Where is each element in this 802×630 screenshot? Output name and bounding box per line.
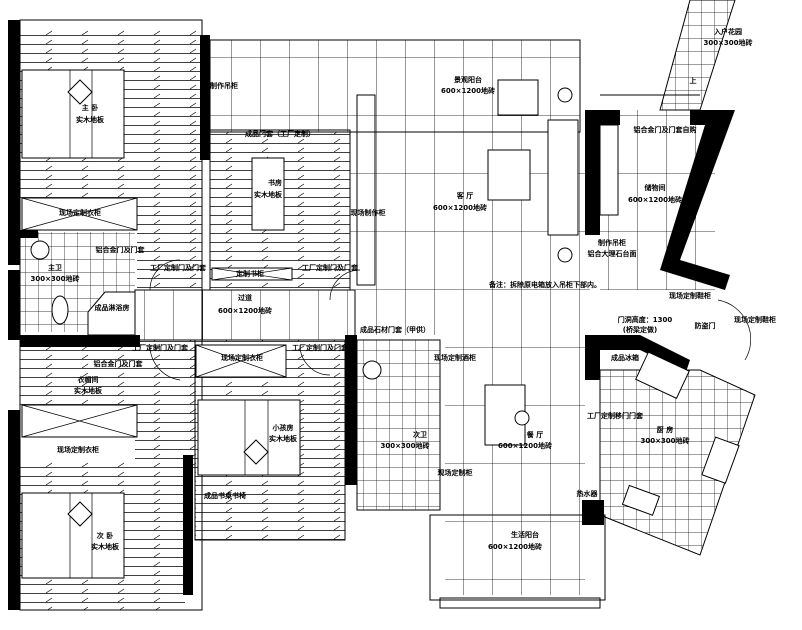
landscape-balcony-floor-label: 600×1200地砖 <box>441 86 495 95</box>
basin-icon <box>30 240 50 260</box>
dining-floor-label: 600×1200地砖 <box>498 441 552 450</box>
factory-door-label: 工厂定制门及门套 <box>292 343 349 352</box>
toilet-icon <box>51 295 69 325</box>
master-wardrobe-label: 现场定制衣柜 <box>59 208 101 217</box>
stone-door-label: 成品石材门套（甲供） <box>360 325 430 334</box>
plant-icon <box>557 247 573 263</box>
living-room-label: 客 厅 <box>456 191 473 200</box>
entry-garden-label: 入户花园 <box>713 27 742 36</box>
stove-icon <box>701 436 740 484</box>
furniture <box>21 69 752 579</box>
cloakroom-floor <box>20 345 135 410</box>
up-mark: 上 <box>690 76 697 85</box>
master-bedroom-floor-label: 实木地板 <box>76 115 105 124</box>
hallway-label: 过道 <box>238 293 252 302</box>
master-bedroom-label: 主 卧 <box>82 103 98 112</box>
guest-bath-floor-label: 300×300地砖 <box>380 441 429 450</box>
shower-label: 成品淋浴房 <box>95 303 130 312</box>
factory-door-label: 工厂定制门及门套 <box>150 263 207 272</box>
wine-cabinet-label-2: 现场定制柜 <box>438 468 473 477</box>
study-desk <box>251 157 285 231</box>
factory-door-label: 工厂定制门及门套 <box>132 343 189 352</box>
study-label: 书房 <box>268 178 282 187</box>
door-swing <box>717 299 752 361</box>
alu-door-label: 铝合金门及门套自购 <box>634 125 697 134</box>
bookcase-label: 定制书柜 <box>236 269 264 278</box>
tv-cabinet-label: 制作吊柜 <box>598 238 626 247</box>
entry-door-label: 防盗门 <box>695 321 716 330</box>
desk-label: 成品书桌书椅 <box>204 491 246 500</box>
hallway-floor <box>135 290 355 340</box>
second-wardrobe-label: 现场定制衣柜 <box>57 445 99 454</box>
living-balcony-floor-label: 600×1200地砖 <box>488 542 542 551</box>
kitchen-door-note: (桥梁定做) <box>623 325 657 334</box>
armchair <box>497 79 539 116</box>
water-heater-label: 热水器 <box>577 489 599 498</box>
shower-enclosure <box>87 291 136 336</box>
dining-label: 餐 厅 <box>526 430 543 439</box>
storage-label: 储物间 <box>644 183 666 192</box>
master-bath-label: 主卫 <box>48 263 62 272</box>
door-swing <box>299 344 331 376</box>
fridge-label: 成品冰箱 <box>611 353 639 362</box>
master-bed <box>21 69 125 159</box>
door-swing <box>329 269 361 301</box>
tv-wall-label: 现场制作柜 <box>351 208 386 217</box>
fridge <box>635 351 690 399</box>
wine-cabinet-label: 现场定制酒柜 <box>434 353 476 362</box>
coffee-table <box>487 149 531 201</box>
plant-icon <box>557 87 573 103</box>
corridor-floor <box>135 340 195 470</box>
cloakroom-floor-label: 实木地板 <box>74 386 103 395</box>
second-bedroom-label: 次 卧 <box>97 531 113 540</box>
master-corridor-floor <box>137 200 202 290</box>
study-floor-label: 实木地板 <box>254 190 283 199</box>
walls <box>8 20 735 610</box>
labels: 主 卧 实木地板 现场定制衣柜 成品门套（工厂定制） 书房 实木地板 定制书柜 … <box>30 27 776 551</box>
second-bedroom-floor-label: 实木地板 <box>91 542 120 551</box>
tv-cabinet-label-2: 铝合大理石台面 <box>588 249 637 258</box>
master-bath-door-label: 铝合金门及门套 <box>96 245 146 254</box>
kitchen-label: 厨 房 <box>657 425 673 434</box>
cloakroom-door-label: 铝合金门及门套 <box>94 359 144 368</box>
kitchen-door-height-label: 门洞高度：1300 <box>618 315 673 324</box>
factory-door-label: 工厂定制门及门套 <box>302 263 359 272</box>
door-swing <box>149 344 181 381</box>
guest-bath-label: 次卫 <box>413 430 427 439</box>
kitchen-floor-label: 300×300地砖 <box>640 436 689 445</box>
kids-room-label: 小孩房 <box>272 423 294 432</box>
plant-icon <box>514 410 530 426</box>
living-room-floor-label: 600×1200地砖 <box>433 203 487 212</box>
storage-cabinet <box>599 124 619 216</box>
entry-garden-floor <box>660 0 735 110</box>
second-bed <box>21 492 125 579</box>
hallway-floor-label: 600×1200地砖 <box>218 306 272 315</box>
master-bath-floor-label: 300×300地砖 <box>30 274 79 283</box>
cloakroom-label: 衣帽间 <box>78 375 99 384</box>
entry-garden-floor-label: 300×300地砖 <box>703 38 752 47</box>
kids-bed <box>197 399 301 476</box>
shoe-cabinet-label: 现场定制鞋柜 <box>669 291 711 300</box>
storage-floor-label: 600×1200地砖 <box>628 195 682 204</box>
study-door-label: 成品门套（工厂定制） <box>245 129 315 138</box>
pillow-icon <box>67 501 93 527</box>
shoe-cabinet-label-2: 现场定制鞋柜 <box>734 315 776 324</box>
pillow-icon <box>243 439 269 465</box>
pillow-icon <box>67 79 93 105</box>
sink-icon <box>621 484 661 516</box>
cabinet-label: 制作吊柜 <box>210 81 238 90</box>
living-note: 备注：拆除原电箱放入吊柜下部内。 <box>488 280 601 289</box>
living-balcony-label: 生活阳台 <box>511 530 539 539</box>
sofa <box>547 119 579 236</box>
kids-wardrobe-label: 现场定制衣柜 <box>221 353 263 362</box>
door-swing <box>149 259 181 291</box>
kids-room-floor-label: 实木地板 <box>269 434 298 443</box>
living-balcony-floor <box>445 515 585 595</box>
kitchen-sliding-door-label: 工厂定制移门门套 <box>587 411 644 420</box>
landscape-balcony-label: 景观阳台 <box>453 75 482 84</box>
basin-icon <box>362 360 382 380</box>
